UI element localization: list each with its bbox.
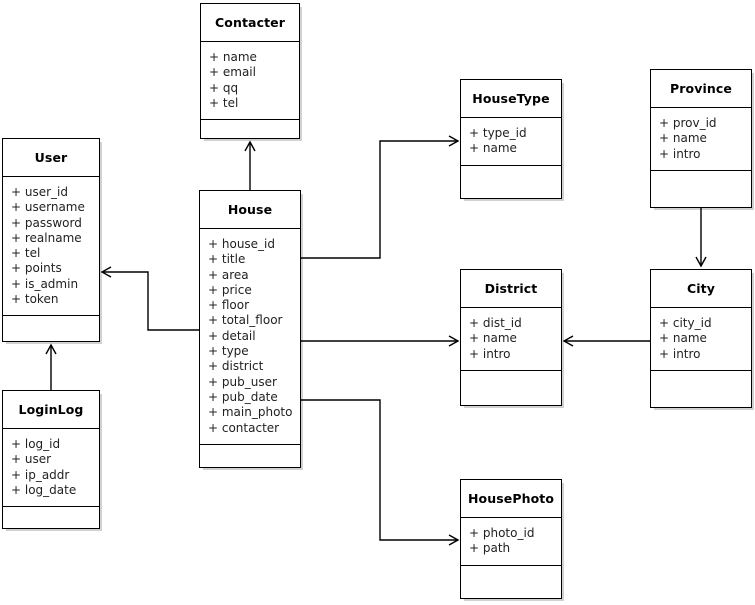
class-attributes-city: + city_id+ name+ intro	[651, 308, 751, 371]
uml-class-housetype[interactable]: HouseType+ type_id+ name	[460, 79, 562, 199]
class-attribute: + title	[208, 252, 246, 267]
class-attribute: + realname	[11, 230, 82, 245]
class-title-district: District	[461, 270, 561, 308]
uml-class-user[interactable]: User+ user_id+ username+ password+ realn…	[2, 138, 100, 342]
class-attribute: + token	[11, 292, 59, 307]
class-attributes-house: + house_id+ title+ area+ price+ floor+ t…	[200, 229, 300, 445]
edge-house-to-user	[100, 266, 199, 331]
class-attributes-housephoto: + photo_id+ path	[461, 518, 561, 566]
class-title-housephoto: HousePhoto	[461, 480, 561, 518]
arrowhead	[448, 534, 460, 546]
class-attribute: + path	[469, 541, 511, 556]
class-attribute: + total_floor	[208, 313, 283, 328]
class-attribute: + password	[11, 215, 82, 230]
class-title-house: House	[200, 191, 300, 229]
class-attribute: + tel	[209, 95, 239, 110]
edge-loginlog-to-user	[45, 343, 57, 390]
class-attributes-housetype: + type_id+ name	[461, 118, 561, 166]
class-attribute: + log_date	[11, 482, 77, 497]
class-attribute: + type_id	[469, 126, 527, 140]
class-attribute: + area	[208, 267, 249, 282]
class-attribute: + detail	[208, 328, 256, 343]
class-operations-user	[3, 316, 99, 334]
edge-house-to-district	[301, 335, 460, 347]
class-operations-city	[651, 371, 751, 389]
class-attribute: + user_id	[11, 185, 68, 199]
class-attribute: + tel	[11, 246, 41, 261]
class-attribute: + contacter	[208, 420, 280, 435]
class-operations-housephoto	[461, 566, 561, 584]
class-attribute: + price	[208, 282, 252, 297]
class-title-housetype: HouseType	[461, 80, 561, 118]
class-attribute: + points	[11, 261, 62, 276]
edge-house-to-contacter	[244, 140, 256, 190]
class-attribute: + is_admin	[11, 276, 79, 291]
class-operations-loginlog	[3, 507, 99, 525]
class-attribute: + email	[209, 65, 256, 80]
class-attribute: + pub_date	[208, 389, 278, 404]
class-operations-housetype	[461, 166, 561, 184]
arrowhead	[244, 140, 256, 152]
class-attribute: + ip_addr	[11, 467, 70, 482]
class-attributes-contacter: + name+ email+ qq+ tel	[201, 42, 299, 121]
arrowhead	[562, 335, 574, 347]
class-title-loginlog: LoginLog	[3, 391, 99, 429]
class-attribute: + prov_id	[659, 116, 717, 130]
class-attributes-district: + dist_id+ name+ intro	[461, 308, 561, 371]
class-attributes-loginlog: + log_id+ user+ ip_addr+ log_date	[3, 429, 99, 508]
class-attribute: + pub_user	[208, 374, 277, 389]
class-attribute: + name	[659, 131, 707, 146]
class-attribute: + district	[208, 359, 264, 374]
class-attribute: + name	[209, 50, 257, 64]
edge-house-to-housephoto	[301, 399, 460, 546]
class-title-province: Province	[651, 70, 751, 108]
class-operations-house	[200, 445, 300, 463]
uml-class-housephoto[interactable]: HousePhoto+ photo_id+ path	[460, 479, 562, 599]
class-attribute: + house_id	[208, 237, 276, 251]
edge-house-to-housetype	[301, 135, 460, 259]
arrowhead	[695, 256, 707, 268]
arrowhead	[100, 266, 112, 278]
arrowhead	[45, 343, 57, 355]
uml-class-house[interactable]: House+ house_id+ title+ area+ price+ flo…	[199, 190, 301, 468]
class-attribute: + name	[469, 141, 517, 156]
class-attribute: + log_id	[11, 437, 61, 451]
uml-class-district[interactable]: District+ dist_id+ name+ intro	[460, 269, 562, 406]
edge-city-to-district	[562, 335, 650, 347]
edge-province-to-city	[695, 208, 707, 268]
class-attribute: + user	[11, 452, 52, 467]
class-attribute: + name	[659, 331, 707, 346]
class-operations-contacter	[201, 120, 299, 138]
class-attribute: + intro	[659, 346, 701, 361]
class-attribute: + name	[469, 331, 517, 346]
class-attributes-province: + prov_id+ name+ intro	[651, 108, 751, 171]
class-title-user: User	[3, 139, 99, 177]
class-title-contacter: Contacter	[201, 4, 299, 42]
class-attribute: + intro	[469, 346, 511, 361]
uml-class-contacter[interactable]: Contacter+ name+ email+ qq+ tel	[200, 3, 300, 139]
class-attributes-user: + user_id+ username+ password+ realname+…	[3, 177, 99, 317]
arrowhead	[448, 335, 460, 347]
arrowhead	[448, 135, 460, 147]
class-title-city: City	[651, 270, 751, 308]
uml-class-province[interactable]: Province+ prov_id+ name+ intro	[650, 69, 752, 208]
uml-class-city[interactable]: City+ city_id+ name+ intro	[650, 269, 752, 408]
class-operations-province	[651, 171, 751, 189]
class-attribute: + city_id	[659, 316, 712, 330]
class-attribute: + intro	[659, 146, 701, 161]
class-attribute: + qq	[209, 80, 239, 95]
class-attribute: + type	[208, 344, 249, 359]
class-attribute: + main_photo	[208, 405, 293, 420]
class-attribute: + username	[11, 200, 85, 215]
class-attribute: + photo_id	[469, 526, 535, 540]
class-operations-district	[461, 371, 561, 389]
class-attribute: + dist_id	[469, 316, 522, 330]
class-attribute: + floor	[208, 298, 250, 313]
uml-class-loginlog[interactable]: LoginLog+ log_id+ user+ ip_addr+ log_dat…	[2, 390, 100, 529]
